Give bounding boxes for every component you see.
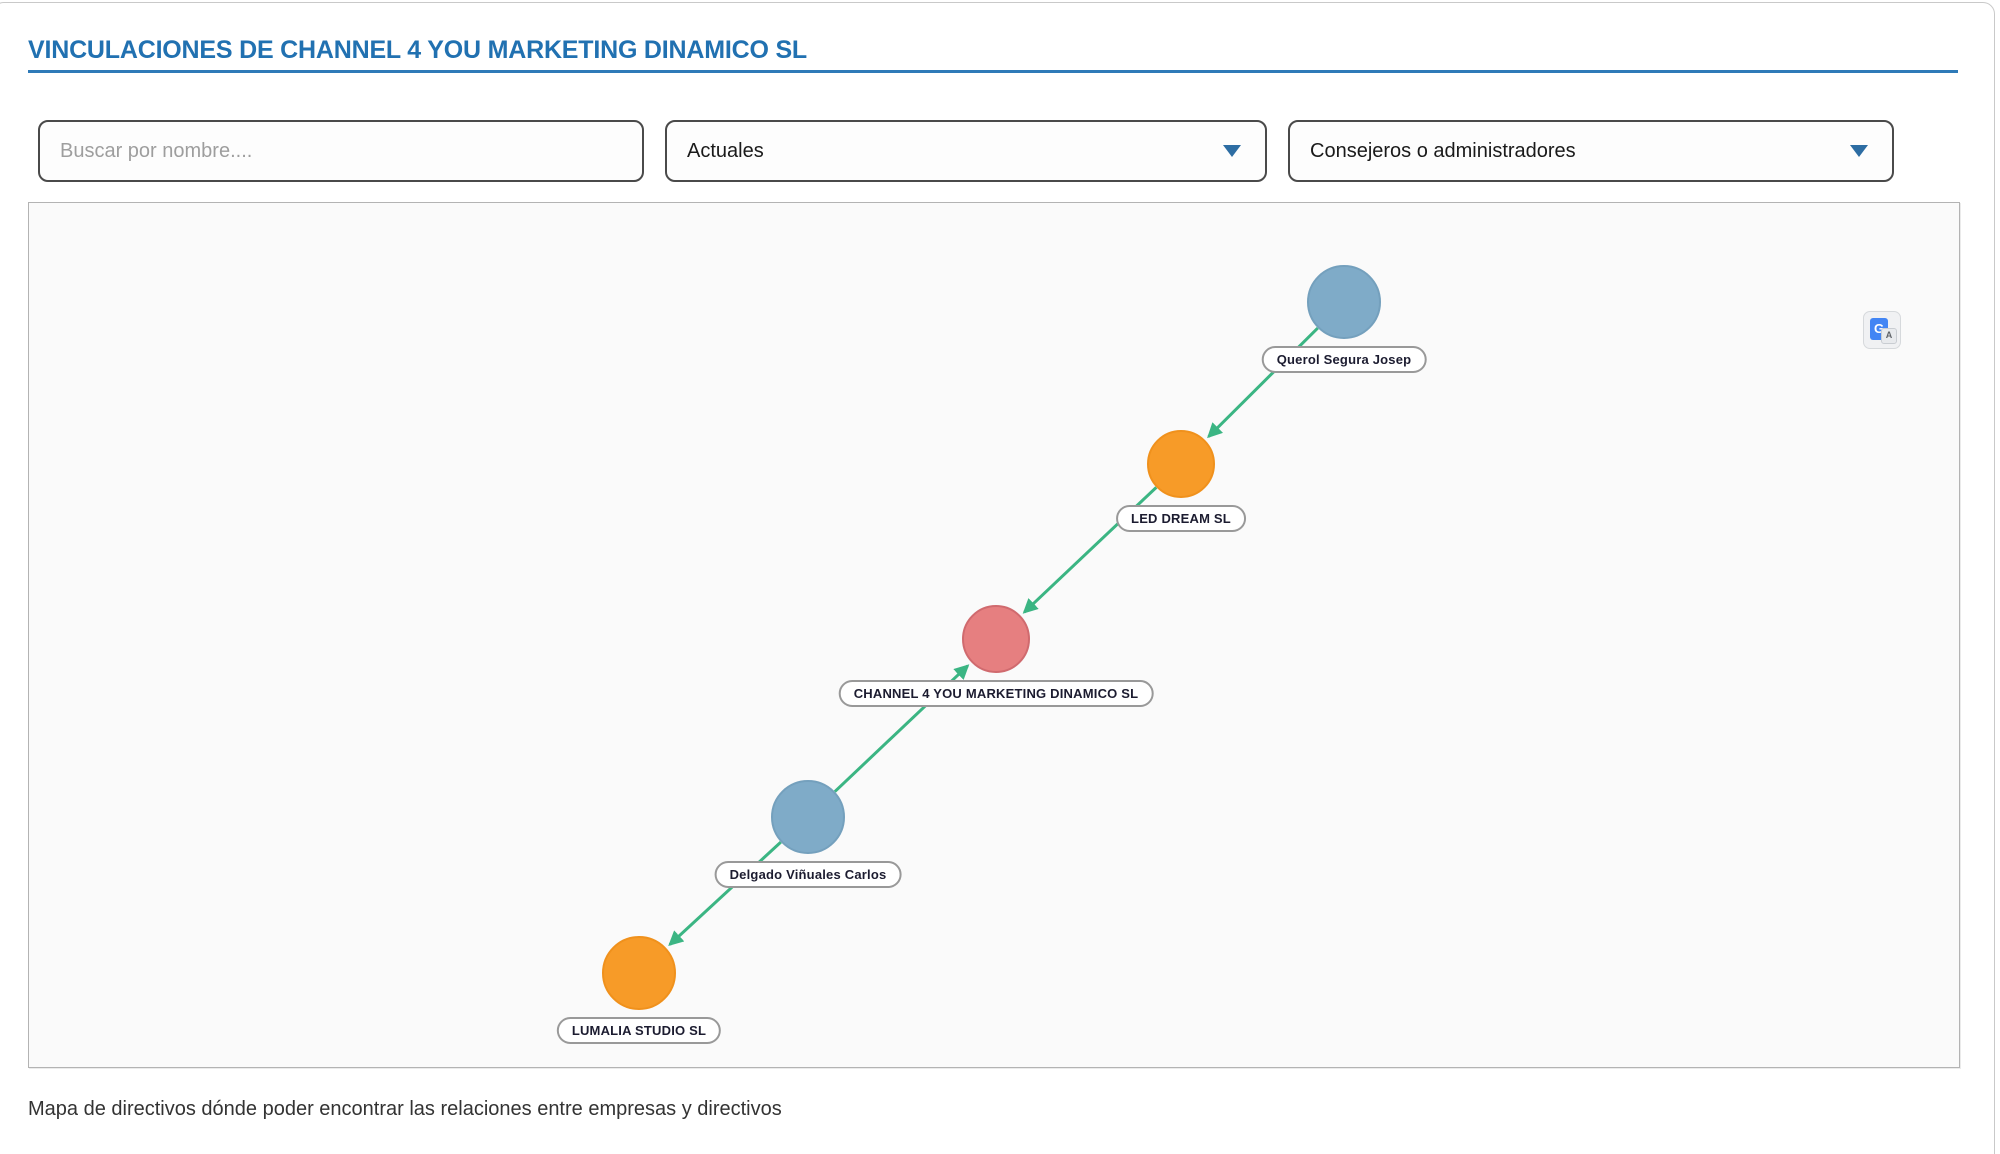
- graph-node-querol-person[interactable]: [1307, 265, 1381, 339]
- page-title: VINCULACIONES DE CHANNEL 4 YOU MARKETING…: [28, 36, 808, 64]
- graph-node-leddream-company[interactable]: [1147, 430, 1215, 498]
- translate-extension-icon[interactable]: G A: [1863, 311, 1901, 349]
- graph-node-label-delgado[interactable]: Delgado Viñuales Carlos: [714, 861, 902, 888]
- graph-node-label-lumalia[interactable]: LUMALIA STUDIO SL: [556, 1017, 722, 1044]
- title-underline: [28, 70, 1958, 73]
- graph-node-channel4-company[interactable]: [962, 605, 1030, 673]
- map-description: Mapa de directivos dónde poder encontrar…: [28, 1098, 782, 1120]
- filters-row: Actuales Consejeros o administradores: [38, 120, 1894, 182]
- translate-icon-small: A: [1881, 328, 1897, 344]
- temporal-filter-value: Actuales: [687, 139, 764, 162]
- graph-node-label-leddream[interactable]: LED DREAM SL: [1116, 505, 1246, 532]
- graph-node-label-channel4[interactable]: CHANNEL 4 YOU MARKETING DINAMICO SL: [838, 680, 1154, 707]
- graph-node-lumalia-company[interactable]: [602, 936, 676, 1010]
- chevron-down-icon: [1223, 145, 1241, 157]
- graph-edge-querol-to-leddream: [1207, 327, 1319, 439]
- search-input[interactable]: [38, 120, 644, 182]
- role-filter-value: Consejeros o administradores: [1310, 139, 1576, 162]
- temporal-filter-dropdown[interactable]: Actuales: [665, 120, 1267, 182]
- chevron-down-icon: [1850, 145, 1868, 157]
- graph-node-delgado-person[interactable]: [771, 780, 845, 854]
- graph-edge-delgado-to-lumalia: [668, 840, 782, 947]
- graph-node-label-querol[interactable]: Querol Segura Josep: [1261, 346, 1427, 373]
- role-filter-dropdown[interactable]: Consejeros o administradores: [1288, 120, 1894, 182]
